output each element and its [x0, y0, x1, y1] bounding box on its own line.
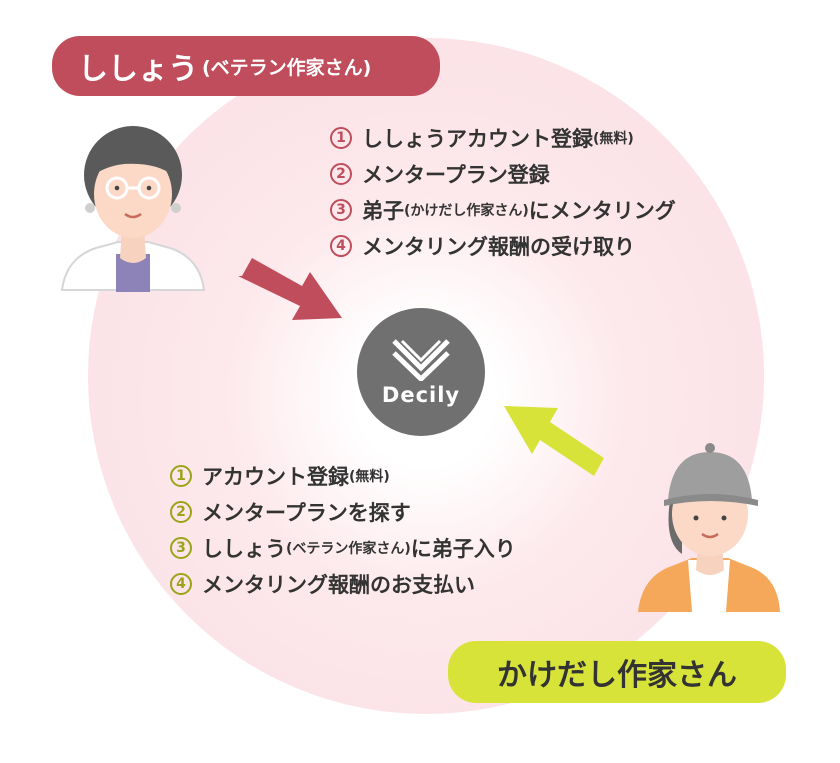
decily-logo: Decily [357, 308, 485, 436]
arrow-left-up-icon [504, 406, 604, 476]
step-number-badge: 3 [330, 199, 352, 221]
step-text: ししょう [202, 537, 286, 561]
step-number-badge: 1 [330, 127, 352, 149]
mentor-label-main: ししょう [78, 52, 198, 87]
list-item: 1 アカウント登録 (無料) [170, 458, 516, 494]
step-number-badge: 4 [170, 573, 192, 595]
step-note: (無料) [593, 131, 634, 147]
junior-avatar-icon [638, 443, 780, 612]
step-note: (かけだし作家さん) [404, 203, 529, 219]
step-text: メンタープランを探す [202, 501, 411, 525]
step-number-badge: 2 [170, 501, 192, 523]
step-text: メンタープラン登録 [362, 163, 550, 187]
step-number-badge: 2 [330, 163, 352, 185]
step-note: (ベテラン作家さん) [286, 541, 411, 557]
list-item: 1 ししょうアカウント登録 (無料) [330, 120, 676, 156]
step-tail: に弟子入り [410, 537, 516, 561]
junior-label: かけだし作家さん [448, 641, 786, 703]
arrow-right-down-icon [238, 258, 342, 320]
step-text: メンタリング報酬の受け取り [362, 235, 635, 259]
list-item: 3 弟子 (かけだし作家さん) にメンタリング [330, 192, 676, 228]
step-text: アカウント登録 [202, 465, 349, 489]
step-number-badge: 4 [330, 235, 352, 257]
step-note: (無料) [349, 469, 390, 485]
junior-label-text: かけだし作家さん [497, 658, 737, 693]
mentor-avatar-icon [60, 126, 206, 292]
step-text: ししょうアカウント登録 [362, 127, 593, 151]
list-item: 3 ししょう (ベテラン作家さん) に弟子入り [170, 530, 516, 566]
step-number-badge: 3 [170, 537, 192, 559]
step-text: 弟子 [362, 199, 404, 223]
list-item: 2 メンタープラン登録 [330, 156, 676, 192]
step-number-badge: 1 [170, 465, 192, 487]
step-tail: にメンタリング [528, 199, 676, 223]
logo-text: Decily [381, 383, 461, 407]
list-item: 4 メンタリング報酬の受け取り [330, 228, 676, 264]
list-item: 2 メンタープランを探す [170, 494, 516, 530]
mentor-label-sub: (ベテラン作家さん) [202, 56, 372, 79]
junior-steps: 1 アカウント登録 (無料) 2 メンタープランを探す 3 ししょう (ベテラン… [170, 458, 516, 602]
decily-logo-icon [392, 339, 450, 381]
mentor-steps: 1 ししょうアカウント登録 (無料) 2 メンタープラン登録 3 弟子 (かけだ… [330, 120, 676, 264]
mentor-label: ししょう (ベテラン作家さん) [52, 36, 440, 96]
step-text: メンタリング報酬のお支払い [202, 573, 475, 597]
list-item: 4 メンタリング報酬のお支払い [170, 566, 516, 602]
